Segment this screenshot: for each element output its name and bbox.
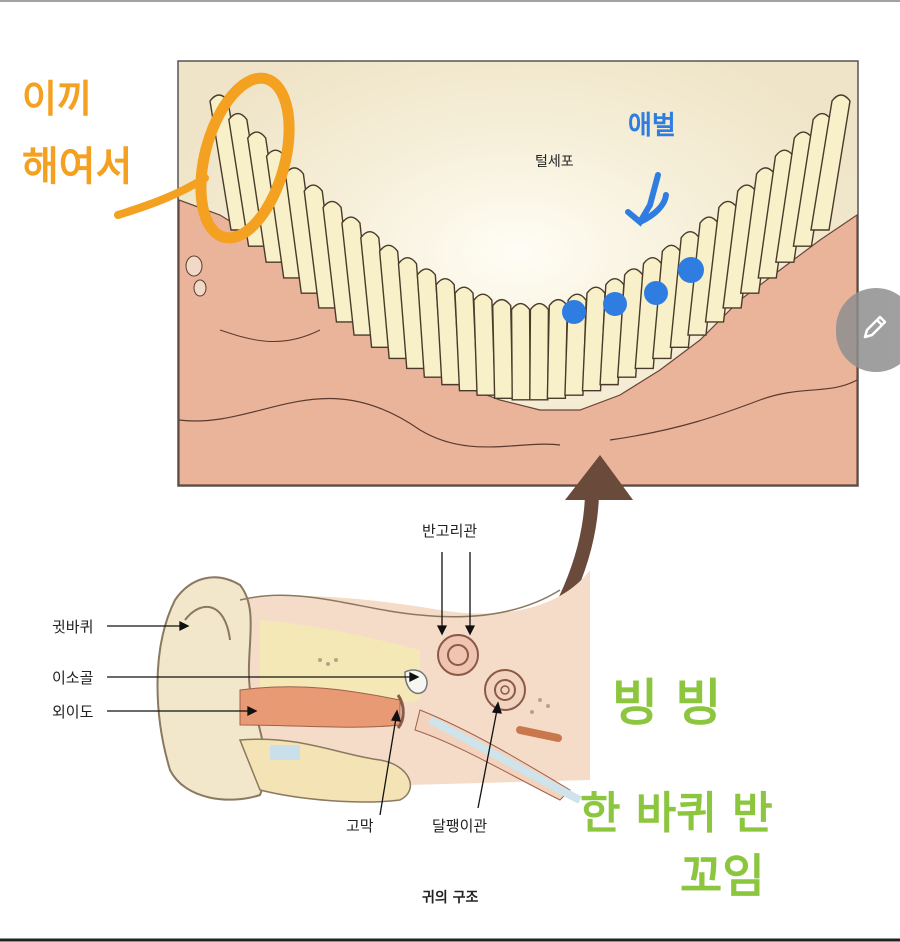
green-note-line1: 빙 빙 [612,674,721,732]
hair-cell-fiber [810,94,851,231]
caption: 귀의 구조 [422,889,479,906]
semicircular-canals-shape [437,634,479,676]
magnified-panel: 털세포 [177,60,859,487]
ear-illustration: 귓바퀴 이소골 외이도 반고리관 고막 달팽이관 귀의 구조 [52,522,590,906]
blue-note: 애벌 [628,111,676,141]
orange-note-line1: 이끼 [22,77,92,121]
cochlea-label: 달팽이관 [432,817,487,835]
edit-button[interactable] [836,288,900,372]
hair-cell-fiber [322,200,356,323]
hair-cell-fiber [303,184,338,309]
hair-cell-fiber [360,231,391,349]
auricle-label: 귓바퀴 [52,618,93,636]
hair-cell-fiber [435,278,461,386]
ossicles-label: 이소골 [52,669,93,687]
hair-cell-fiber [529,302,550,401]
hair-cell-label: 털세포 [535,154,574,170]
green-note-line3: 꼬임 [680,849,765,903]
hair-cell-fiber [341,216,373,336]
hair-cell-fiber [378,244,408,360]
orange-annotation: 이끼 해여서 [22,72,295,244]
hair-cell-fiber [416,268,444,378]
orange-note-line2: 해여서 [22,144,132,190]
hair-cell-fiber [473,293,496,396]
hair-cell-fiber [454,286,479,392]
blue-annotation: 애벌 [562,111,704,324]
green-annotation: 빙 빙 한 바퀴 반 꼬임 [580,674,773,903]
green-note-line2: 한 바퀴 반 [580,788,773,839]
cochlea-shape [484,669,526,711]
hair-cell-fiber [246,131,285,263]
hair-cell-fiber [492,298,514,399]
pencil-icon [863,315,887,339]
semicircular-canals-label: 반고리관 [422,522,477,540]
eardrum-label: 고막 [346,817,374,835]
ear-canal-label: 외이도 [52,703,94,721]
hair-cell-fiber [510,302,531,401]
